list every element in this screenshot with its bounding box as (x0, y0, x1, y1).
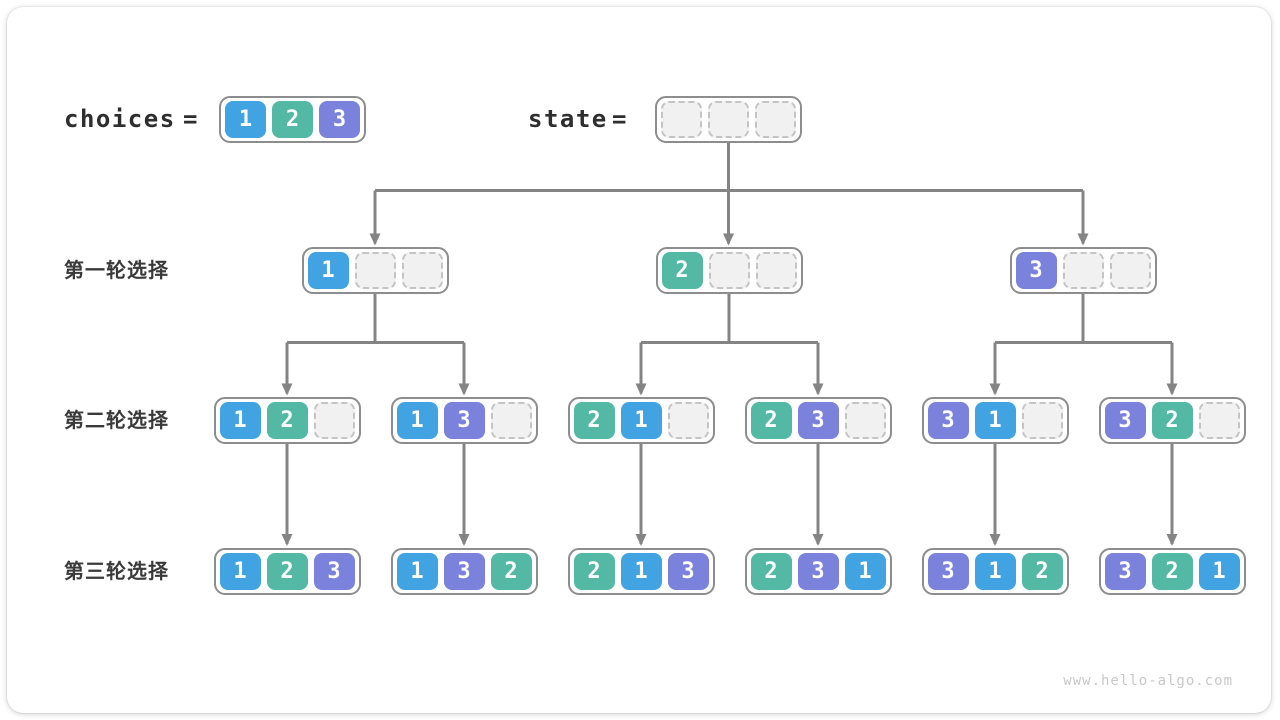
array-cell-2: 2 (490, 553, 532, 590)
array-cell-2: 2 (1151, 553, 1193, 590)
array-cell-1: 1 (974, 553, 1016, 590)
array-cell-3: 3 (443, 553, 485, 590)
array-cell-empty (1109, 252, 1151, 289)
array-cell-empty (1021, 402, 1063, 439)
array-cell-3: 3 (797, 402, 839, 439)
array-cell-2: 2 (661, 252, 703, 289)
array-cell-2: 2 (266, 553, 308, 590)
array-cell-empty (708, 252, 750, 289)
array-cell-1: 1 (396, 402, 438, 439)
array-cell-1: 1 (396, 553, 438, 590)
tree-node: 3 (1009, 247, 1157, 294)
array-cell-2: 2 (1151, 402, 1193, 439)
diagram-card: choices = state = 第一轮选择 第二轮选择 第三轮选择 www.… (7, 7, 1271, 713)
round-1-label: 第一轮选择 (64, 258, 169, 282)
permutation-tree: choices = state = 第一轮选择 第二轮选择 第三轮选择 www.… (7, 7, 1271, 713)
array-cell-1: 1 (620, 402, 662, 439)
array-cell-3: 3 (1104, 402, 1146, 439)
array-cell-3: 3 (1015, 252, 1057, 289)
array-cell-empty (667, 402, 709, 439)
array-cell-1: 1 (225, 100, 266, 138)
array-cell-3: 3 (927, 553, 969, 590)
array-cell-2: 2 (266, 402, 308, 439)
array-cell-2: 2 (750, 402, 792, 439)
state-label: state (528, 105, 608, 133)
array-cell-empty (755, 100, 796, 138)
array-cell-empty (708, 100, 749, 138)
watermark: www.hello-algo.com (1063, 673, 1233, 689)
array-cell-2: 2 (573, 402, 615, 439)
array-cell-2: 2 (1021, 553, 1063, 590)
tree-node: 2 (655, 247, 803, 294)
array-cell-empty (844, 402, 886, 439)
array-cell-empty (313, 402, 355, 439)
choices-equals-sign: = (183, 105, 199, 133)
array-cell-1: 1 (1198, 553, 1240, 590)
array-cell-2: 2 (272, 100, 313, 138)
array-cell-1: 1 (219, 402, 261, 439)
state-array (655, 95, 802, 143)
tree-arrows (281, 142, 1178, 546)
round-3-label: 第三轮选择 (64, 559, 169, 583)
choices-label: choices (64, 105, 176, 133)
array-cell-2: 2 (750, 553, 792, 590)
array-cell-3: 3 (1104, 553, 1146, 590)
array-cell-empty (1198, 402, 1240, 439)
array-cell-3: 3 (927, 402, 969, 439)
array-cell-3: 3 (797, 553, 839, 590)
array-cell-1: 1 (844, 553, 886, 590)
array-cell-empty (755, 252, 797, 289)
array-cell-empty (354, 252, 396, 289)
array-cell-empty (1062, 252, 1104, 289)
array-cell-1: 1 (974, 402, 1016, 439)
array-cell-empty (401, 252, 443, 289)
array-cell-3: 3 (443, 402, 485, 439)
round-2-label: 第二轮选择 (64, 408, 169, 432)
array-cell-3: 3 (313, 553, 355, 590)
array-cell-empty (661, 100, 702, 138)
tree-node: 1 (301, 247, 449, 294)
array-cell-3: 3 (319, 100, 360, 138)
array-cell-1: 1 (307, 252, 349, 289)
array-cell-1: 1 (620, 553, 662, 590)
array-cell-2: 2 (573, 553, 615, 590)
state-equals-sign: = (612, 105, 628, 133)
array-cell-1: 1 (219, 553, 261, 590)
array-cell-empty (490, 402, 532, 439)
array-cell-3: 3 (667, 553, 709, 590)
